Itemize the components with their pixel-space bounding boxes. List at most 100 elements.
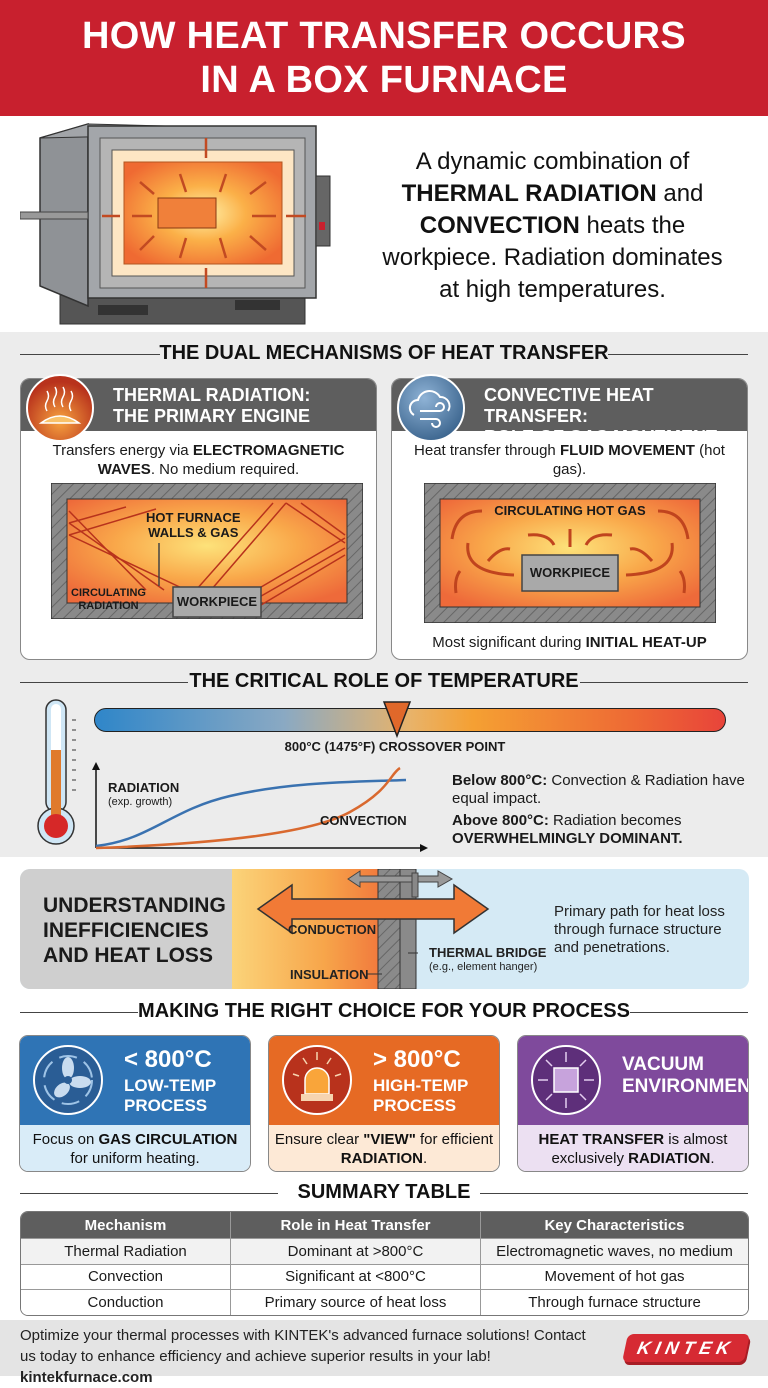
foot-text: Most significant during (432, 634, 586, 651)
temperature-gradient-bar (94, 708, 726, 732)
radiation-diagram-graphic (51, 483, 363, 619)
radiation-curve-label: RADIATION (108, 780, 180, 795)
title-line: UNDERSTANDING (43, 894, 226, 917)
desc-text: Heat transfer through (414, 442, 560, 459)
temperature-title-text: THE CRITICAL ROLE OF TEMPERATURE (189, 670, 579, 692)
desc-bold: FLUID MOVEMENT (559, 442, 695, 459)
dual-section-title: THE DUAL MECHANISMS OF HEAT TRANSFER (0, 342, 768, 365)
label-line: RADIATION (78, 600, 139, 612)
divider-line (20, 681, 188, 683)
body-bold: RADIATION (628, 1150, 711, 1167)
above-bold: Above 800°C: (452, 812, 549, 829)
conduction-label: CONDUCTION (288, 922, 377, 937)
footer: Optimize your thermal processes with KIN… (0, 1320, 768, 1386)
convection-title-1: CONVECTIVE HEAT TRANSFER: (484, 385, 654, 426)
table-cell: Primary source of heat loss (231, 1289, 481, 1315)
hero-text-2: and (656, 180, 704, 207)
divider-line (480, 1192, 748, 1194)
summary-title-text: SUMMARY TABLE (297, 1181, 471, 1203)
workpiece-label: WORKPIECE (176, 594, 258, 609)
table-row: Conduction Primary source of heat loss T… (21, 1289, 748, 1315)
radiation-curve (95, 778, 407, 848)
thermal-bridge-label: THERMAL BRIDGE (429, 945, 547, 960)
title-line: AND HEAT LOSS (43, 944, 213, 967)
title-line: INEFFICIENCIES (43, 919, 209, 942)
table-cell: Significant at <800°C (231, 1263, 481, 1289)
table-cell: Electromagnetic waves, no medium (481, 1238, 748, 1264)
inefficiency-description: Primary path for heat loss through furna… (554, 903, 725, 956)
circulating-radiation-label: CIRCULATING RADIATION (71, 587, 146, 613)
table-cell: Movement of hot gas (481, 1263, 748, 1289)
choice-section-title: MAKING THE RIGHT CHOICE FOR YOUR PROCESS (0, 1000, 768, 1023)
title-line-2: IN A BOX FURNACE (200, 59, 568, 101)
summary-section-title: SUMMARY TABLE (0, 1181, 768, 1204)
card-title-line: VACUUM (622, 1054, 704, 1075)
dual-title-text: THE DUAL MECHANISMS OF HEAT TRANSFER (159, 342, 609, 364)
convection-card: CONVECTIVE HEAT TRANSFER: ROLE OF GAS MO… (391, 374, 748, 660)
above-emphasis: OVERWHELMINGLY DOMINANT. (452, 830, 683, 847)
website-link[interactable]: kintekfurnace.com (20, 1369, 153, 1386)
hot-walls-label: HOT FURNACE WALLS & GAS (146, 510, 241, 540)
convection-diagram: CIRCULATING HOT GAS WORKPIECE (424, 483, 716, 623)
choice-title-text: MAKING THE RIGHT CHOICE FOR YOUR PROCESS (138, 1000, 630, 1022)
title-line-1: HOW HEAT TRANSFER OCCURS (82, 15, 686, 57)
thermal-bridge-sublabel: (e.g., element hanger) (429, 961, 538, 973)
table-cell: Conduction (21, 1289, 231, 1315)
page-header: HOW HEAT TRANSFER OCCURS IN A BOX FURNAC… (0, 0, 768, 116)
column-header: Role in Heat Transfer (231, 1212, 481, 1238)
inefficiency-title: UNDERSTANDING INEFFICIENCIES AND HEAT LO… (20, 869, 232, 989)
hero-text-radiation: THERMAL RADIATION (401, 180, 657, 207)
table-cell: Dominant at >800°C (231, 1238, 481, 1264)
vacuum-chamber-icon (531, 1045, 601, 1115)
body-text: . (423, 1150, 428, 1167)
table-row: Thermal Radiation Dominant at >800°C Ele… (21, 1238, 748, 1264)
convection-diagram-graphic (424, 483, 716, 623)
footer-cta: Optimize your thermal processes with KIN… (20, 1325, 600, 1388)
body-bold: RADIATION (340, 1150, 424, 1167)
hero-text-1: A dynamic combination of (415, 148, 690, 175)
table-row: Convection Significant at <800°C Movemen… (21, 1263, 748, 1289)
column-header: Key Characteristics (481, 1212, 748, 1238)
card-temp: < 800°C (124, 1046, 212, 1073)
heat-transfer-curve-chart (92, 762, 428, 852)
fan-icon (33, 1045, 103, 1115)
body-bold: HEAT TRANSFER (538, 1131, 665, 1148)
circulating-gas-label: CIRCULATING HOT GAS (494, 503, 646, 518)
divider-line (580, 681, 748, 683)
radiation-curve-sublabel: (exp. growth) (108, 796, 173, 808)
radiation-card-header: THERMAL RADIATION: THE PRIMARY ENGINE (21, 379, 376, 431)
workpiece-label: WORKPIECE (529, 565, 611, 580)
label-line: WALLS & GAS (148, 525, 239, 540)
divider-line (630, 1011, 748, 1013)
crossover-marker-icon (382, 701, 412, 738)
desc-text: (hot gas). (552, 442, 725, 478)
convection-footnote: Most significant during INITIAL HEAT-UP (392, 634, 747, 651)
insulation-label: INSULATION (290, 967, 369, 982)
card-title-line: HIGH-TEMP (373, 1076, 469, 1095)
label-line: CIRCULATING (71, 587, 146, 599)
radiation-title-1: THERMAL RADIATION: (113, 385, 311, 405)
hero-text-3: heats the workpiece. Radiation dominates… (382, 212, 723, 303)
label-line: HOT FURNACE (146, 510, 241, 525)
body-bold: GAS CIRCULATION (98, 1131, 238, 1148)
divider-line (20, 1011, 138, 1013)
footer-text: Optimize your thermal processes with KIN… (20, 1327, 586, 1365)
thermometer-icon (37, 699, 76, 845)
table-header-row: Mechanism Role in Heat Transfer Key Char… (21, 1212, 748, 1238)
desc-bold: ELECTROMAGNETIC WAVES (97, 442, 345, 478)
radiation-description: Transfers energy via ELECTROMAGNETIC WAV… (21, 441, 376, 479)
heat-gradient-zone (232, 869, 400, 989)
radiation-title-2: THE PRIMARY ENGINE (113, 406, 311, 426)
divider-line (20, 1192, 278, 1194)
foot-bold: INITIAL HEAT-UP (585, 634, 707, 651)
inefficiency-panel: UNDERSTANDING INEFFICIENCIES AND HEAT LO… (20, 869, 749, 989)
kintek-logo[interactable]: KINTEK (622, 1334, 750, 1362)
table-cell: Convection (21, 1263, 231, 1289)
